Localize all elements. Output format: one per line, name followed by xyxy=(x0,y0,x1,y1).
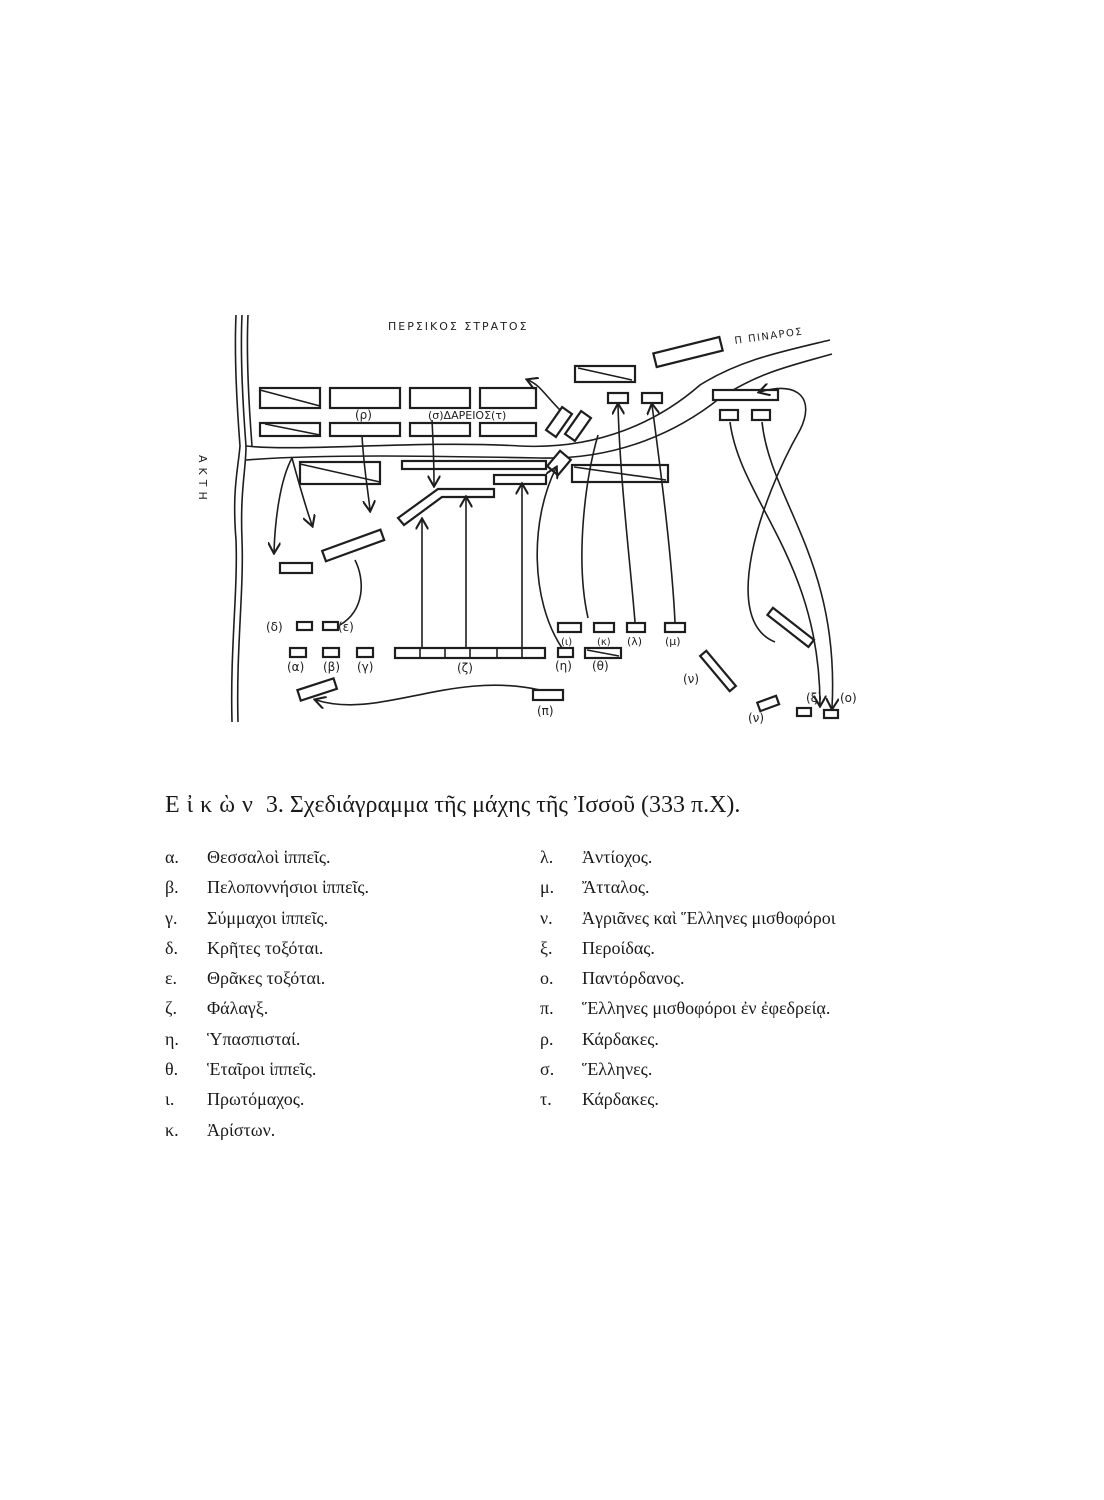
legend-key: ε. xyxy=(165,968,178,989)
legend-key: ο. xyxy=(540,968,554,989)
legend-text: Φάλαγξ. xyxy=(207,998,269,1019)
legend-item: θ. Ἑταῖροι ἱππεῖς. xyxy=(165,1054,505,1084)
legend-text: Ἕλληνες μισθοφόροι ἐν ἐφεδρείᾳ. xyxy=(582,998,831,1019)
legend-item: ξ. Περοίδας. xyxy=(540,933,960,963)
legend-key: γ. xyxy=(165,907,178,928)
macedonian-units xyxy=(278,391,840,720)
unit-label-iota: (ι) xyxy=(561,637,572,648)
persian-army-label: ΠΕΡΣΙΚΟΣ ΣΤΡΑΤΟΣ xyxy=(388,320,529,333)
legend-left: α. Θεσσαλοὶ ἱππεῖς. β. Πελοποννήσιοι ἱππεῖ… xyxy=(165,842,505,1145)
unit-label-mu: (μ) xyxy=(665,635,681,648)
caption-text: 3. Σχεδιάγραμμα τῆς μάχης τῆς Ἰσσοῦ (333… xyxy=(259,792,741,818)
legend-item: δ. Κρῆτες τοξόται. xyxy=(165,933,505,963)
legend-key: ζ. xyxy=(165,998,177,1019)
legend-key: ν. xyxy=(540,907,553,928)
legend-text: Κρῆτες τοξόται. xyxy=(207,937,324,958)
legend-key: β. xyxy=(165,877,179,898)
unit-label-beta: (β) xyxy=(323,660,340,674)
legend-right: λ. Ἀντίοχος. μ. Ἄτταλος. ν. Ἀγριᾶνες καὶ Ἕλ… xyxy=(540,842,960,1115)
unit-label-pi: (π) xyxy=(537,704,554,718)
legend-item: λ. Ἀντίοχος. xyxy=(540,842,960,872)
unit-label-gamma: (γ) xyxy=(357,660,373,674)
legend-key: α. xyxy=(165,847,179,867)
legend-key: ξ. xyxy=(540,937,553,958)
darius-label: (σ)ΔΑΡΕΙΟΣ(τ) xyxy=(428,409,506,422)
unit-label-xi: (ξ) xyxy=(806,691,822,705)
legend-item: ν. Ἀγριᾶνες καὶ Ἕλληνες μισθοφόροι xyxy=(540,903,960,933)
legend-key: ι. xyxy=(165,1089,175,1110)
legend-item: β. Πελοποννήσιοι ἱππεῖς. xyxy=(165,872,505,902)
legend-item: α. Θεσσαλοὶ ἱππεῖς. xyxy=(165,842,505,872)
unit-labels: (δ) (ε) (α) (β) (γ) (ζ) (η) (θ) (ι) (κ) … xyxy=(266,620,857,725)
legend-item: τ. Κάρδακες. xyxy=(540,1084,960,1114)
legend-key: π. xyxy=(540,998,554,1019)
unit-label-eta: (η) xyxy=(555,659,572,673)
legend-key: τ. xyxy=(540,1089,552,1110)
caption-prefix: Εἰκὼν xyxy=(165,792,260,818)
legend-item: κ. Ἀρίστων. xyxy=(165,1115,505,1145)
unit-label-zeta: (ζ) xyxy=(457,661,473,675)
legend-key: κ. xyxy=(165,1119,179,1140)
unit-label-nu: (ν) xyxy=(683,672,699,686)
unit-label-alpha: (α) xyxy=(287,660,304,674)
legend-key: μ. xyxy=(540,877,555,898)
legend-text: Ἀρίστων. xyxy=(207,1119,276,1140)
legend-item: ρ. Κάρδακες. xyxy=(540,1024,960,1054)
coast-label: ΑΚΤΗ xyxy=(196,455,209,505)
legend-item: ο. Παντόρδανος. xyxy=(540,963,960,993)
legend-text: Θεσσαλοὶ ἱππεῖς. xyxy=(207,847,331,867)
legend-text: Ἑταῖροι ἱππεῖς. xyxy=(207,1059,317,1080)
unit-label-nu-2: (ν) xyxy=(748,711,764,725)
legend-item: ι. Πρωτόμαχος. xyxy=(165,1084,505,1114)
unit-label-delta: (δ) xyxy=(266,620,283,634)
legend-item: σ. Ἕλληνες. xyxy=(540,1054,960,1084)
legend-text: Ἄτταλος. xyxy=(582,877,650,898)
legend-key: λ. xyxy=(540,847,554,867)
legend-key: ρ. xyxy=(540,1028,554,1049)
pinaros-river xyxy=(245,339,833,461)
legend-text: Σύμμαχοι ἱππεῖς. xyxy=(207,907,329,928)
legend-text: Θρᾶκες τοξόται. xyxy=(207,968,326,989)
unit-label-omicron: (ο) xyxy=(840,691,857,705)
legend-item: ε. Θρᾶκες τοξόται. xyxy=(165,963,505,993)
legend-item: π. Ἕλληνες μισθοφόροι ἐν ἐφεδρείᾳ. xyxy=(540,993,960,1023)
unit-label-lambda: (λ) xyxy=(627,635,642,648)
legend-text: Ἀγριᾶνες καὶ Ἕλληνες μισθοφόροι xyxy=(582,907,836,928)
legend-text: Πρωτόμαχος. xyxy=(207,1089,305,1110)
river-label: Π ΠΙΝΑΡΟΣ xyxy=(734,326,804,347)
persian-units xyxy=(258,335,780,486)
unit-label-theta: (θ) xyxy=(592,659,609,673)
unit-label-rho: (ρ) xyxy=(355,408,372,422)
battle-of-issus-diagram: ΑΚΤΗ ΠΕΡΣΙΚΟΣ ΣΤΡΑΤΟΣ Π ΠΙΝΑΡΟΣ (ρ) (σ)Δ… xyxy=(196,314,857,725)
legend-item: γ. Σύμμαχοι ἱππεῖς. xyxy=(165,903,505,933)
legend-text: Ὑπασπισταί. xyxy=(207,1028,301,1049)
legend-text: Κάρδακες. xyxy=(582,1028,659,1049)
legend-text: Περοίδας. xyxy=(582,937,655,958)
unit-label-kappa: (κ) xyxy=(597,637,611,648)
legend-text: Πελοποννήσιοι ἱππεῖς. xyxy=(207,877,369,898)
movement-arrows xyxy=(274,380,833,708)
figure-caption: Εἰκὼν 3. Σχεδιάγραμμα τῆς μάχης τῆς Ἰσσο… xyxy=(165,792,740,819)
legend-key: δ. xyxy=(165,937,178,958)
legend-key: σ. xyxy=(540,1059,555,1080)
legend-text: Ἕλληνες. xyxy=(582,1059,653,1080)
legend-text: Ἀντίοχος. xyxy=(582,847,653,867)
legend-item: ζ. Φάλαγξ. xyxy=(165,993,505,1023)
legend-key: θ. xyxy=(165,1059,179,1080)
unit-label-epsilon: (ε) xyxy=(338,620,354,634)
legend-text: Κάρδακες. xyxy=(582,1089,659,1110)
legend-item: η. Ὑπασπισταί. xyxy=(165,1024,505,1054)
legend-item: μ. Ἄτταλος. xyxy=(540,872,960,902)
legend-key: η. xyxy=(165,1028,179,1049)
legend-text: Παντόρδανος. xyxy=(582,968,685,989)
coastline xyxy=(230,314,253,723)
